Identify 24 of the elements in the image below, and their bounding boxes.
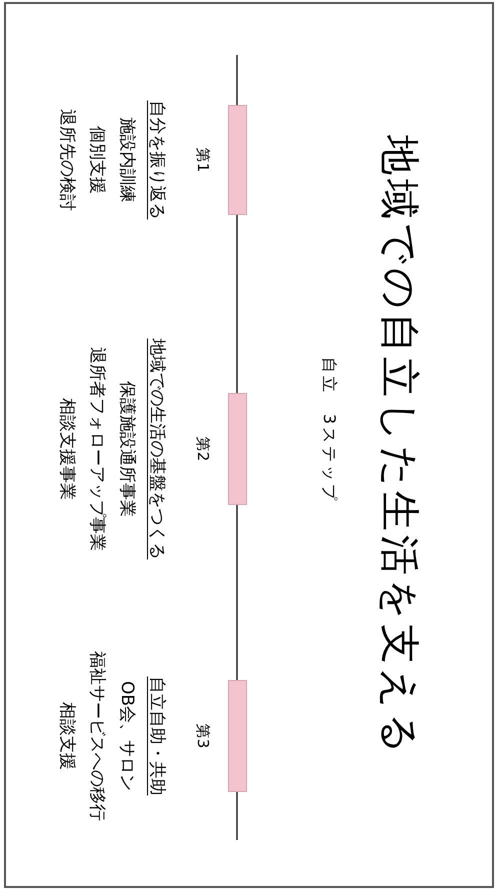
step-item: OB会、サロン: [116, 680, 138, 792]
step-bar: [228, 105, 247, 215]
step-heading: 自立自助・共助: [146, 676, 168, 796]
step-item: 保護施設通所事業: [116, 381, 138, 517]
step-label: 第1: [194, 148, 212, 172]
timeline-line: [236, 505, 238, 680]
step-item: 退所先の検討: [56, 109, 78, 211]
step-item: 退所者フォローアップ事業: [86, 347, 108, 551]
subtitle: 自立 3ステップ: [319, 356, 340, 504]
step-heading: 自分を振り返る: [146, 100, 168, 220]
step-heading: 地域での生活の基盤をつくる: [146, 338, 168, 560]
timeline-line: [236, 792, 238, 840]
step-bar: [228, 393, 247, 505]
step-item: 施設内訓練: [116, 118, 138, 202]
step-item: 相談支援事業: [56, 398, 78, 500]
timeline-line: [236, 55, 238, 105]
timeline-line: [236, 215, 238, 393]
step-bar: [228, 680, 247, 792]
step-label: 第3: [194, 724, 212, 748]
title: 地域での自立した生活を支える: [375, 134, 423, 760]
step-item: 相談支援: [56, 702, 78, 770]
step-item: 個別支援: [86, 126, 108, 194]
step-item: 福祉サービスへの移行: [86, 651, 108, 821]
step-label: 第2: [194, 436, 212, 462]
